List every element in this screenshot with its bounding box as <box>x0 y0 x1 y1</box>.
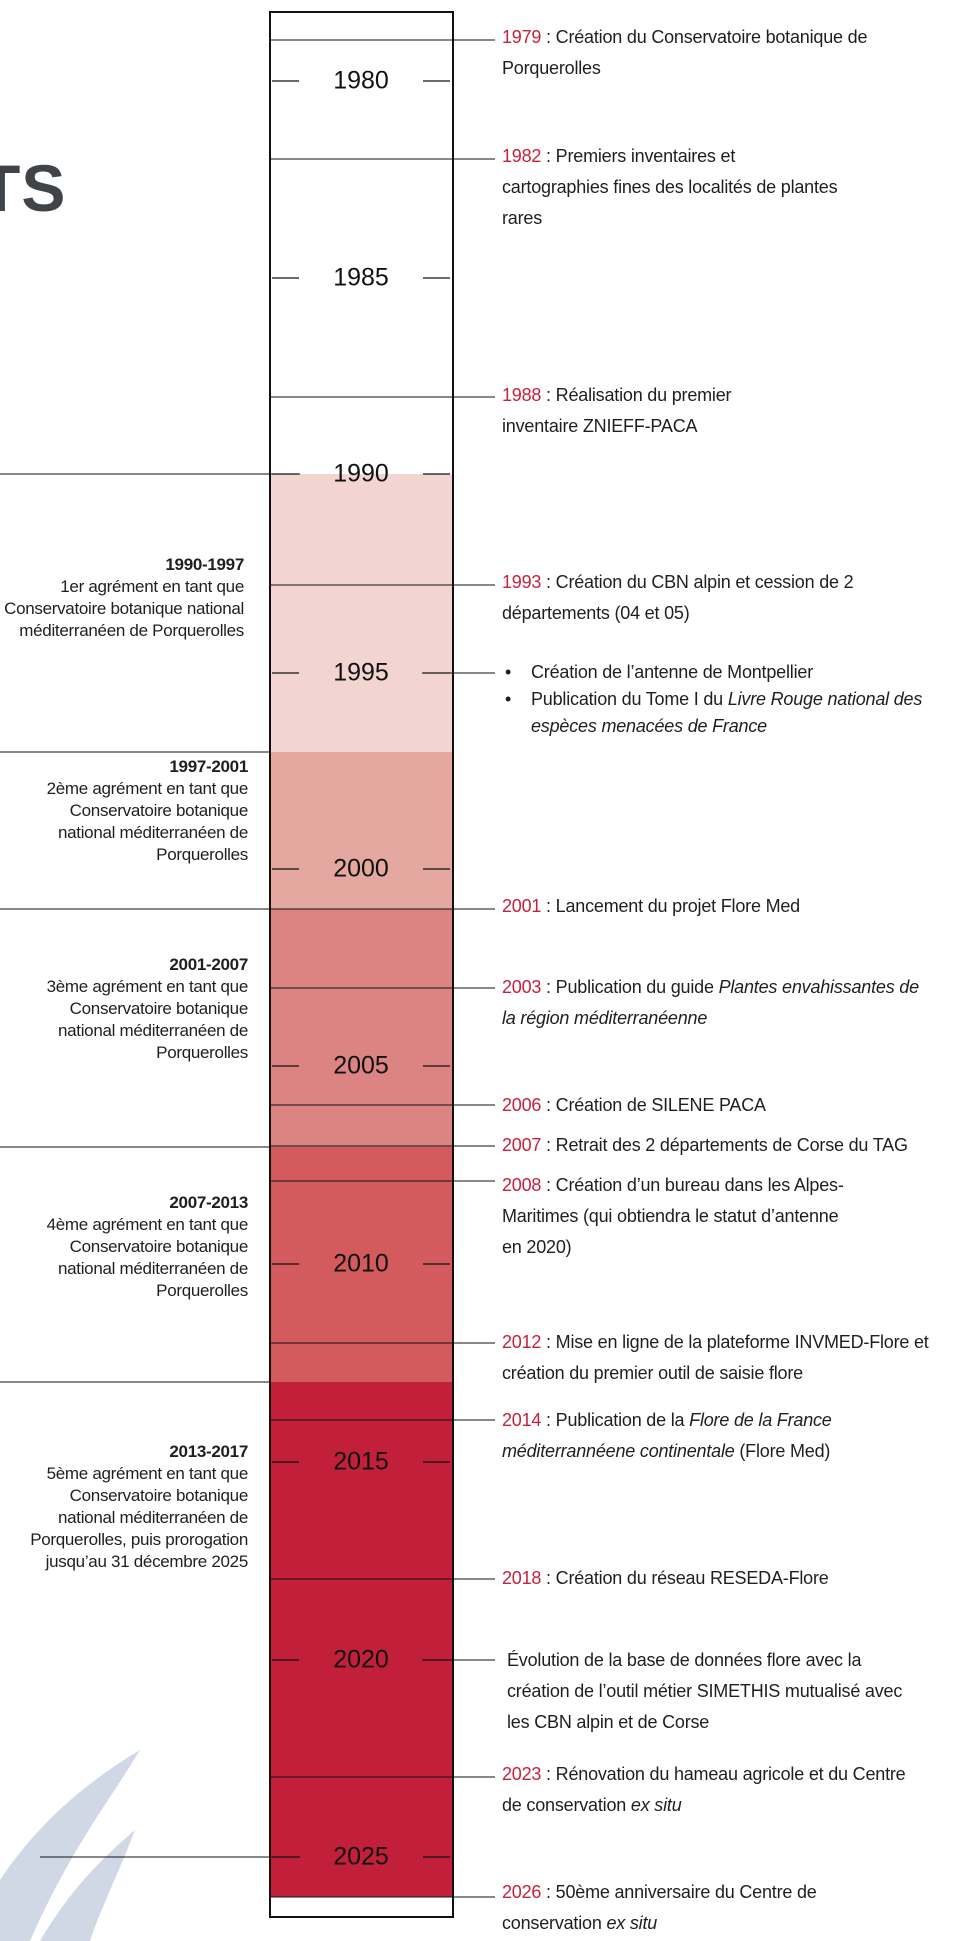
event-2018: 2018 : Création du réseau RESEDA-Flore <box>502 1563 960 1594</box>
agrement-period: 2001-2007 <box>169 955 248 974</box>
agrement-5: 2013-2017 5ème agrément en tant que Cons… <box>23 1441 248 1573</box>
agrement-1: 1990-1997 1er agrément en tant que Conse… <box>4 554 244 642</box>
event-text: : Lancement du projet Flore Med <box>541 896 800 916</box>
agrement-text: 1er agrément en tant que Conservatoire b… <box>4 577 244 640</box>
event-text: : Retrait des 2 départements de Corse du… <box>541 1135 908 1155</box>
bullet-text: Création de l’antenne de Montpellier <box>531 662 813 682</box>
event-italic: Plantes envahissantes de la région médit… <box>502 977 919 1028</box>
event-text: : Création d’un bureau dans les Alpes-Ma… <box>502 1175 844 1257</box>
timeline-frame <box>269 11 454 1918</box>
event-year: 2023 <box>502 1764 542 1784</box>
event-italic: ex situ <box>630 1795 682 1815</box>
event-year: 2001 <box>502 896 542 916</box>
period-band-3 <box>270 909 453 1147</box>
event-2006: 2006 : Création de SILENE PACA <box>502 1090 960 1121</box>
year-tick-2020: 2020 <box>333 1645 389 1674</box>
event-year: 1979 <box>502 27 542 47</box>
note-2020: Évolution de la base de données flore av… <box>507 1650 903 1732</box>
event-1979: 1979 : Création du Conservatoire botaniq… <box>502 22 960 84</box>
bullet-text: Publication du Tome I du <box>531 689 728 709</box>
event-year: 1982 <box>502 146 542 166</box>
event-year: 2003 <box>502 977 542 997</box>
year-tick-1985: 1985 <box>333 263 389 292</box>
agrement-4: 2007-2013 4ème agrément en tant que Cons… <box>23 1192 249 1302</box>
page-title: TS <box>0 151 67 225</box>
event-1988: 1988 : Réalisation du premier inventaire… <box>502 380 812 442</box>
bullet-item: Publication du Tome I du Livre Rouge nat… <box>505 686 960 740</box>
agrement-2: 1997-2001 2ème agrément en tant que Cons… <box>23 756 249 866</box>
event-1993: 1993 : Création du CBN alpin et cession … <box>502 567 922 629</box>
event-text: : Mise en ligne de la plateforme INVMED-… <box>502 1332 929 1383</box>
event-text: : Création du Conservatoire botanique de… <box>502 27 868 78</box>
period-band-2 <box>270 752 453 909</box>
event-text: : Création du CBN alpin et cession de 2 … <box>502 572 854 623</box>
bullet-item: Création de l’antenne de Montpellier <box>505 659 960 686</box>
event-text: : Création du réseau RESEDA-Flore <box>541 1568 829 1588</box>
year-tick-2000: 2000 <box>333 854 389 883</box>
agrement-text: 2ème agrément en tant que Conservatoire … <box>46 779 249 864</box>
year-tick-1995: 1995 <box>333 658 389 687</box>
event-2008: 2008 : Création d’un bureau dans les Alp… <box>502 1170 862 1263</box>
event-year: 2018 <box>502 1568 542 1588</box>
period-band-5 <box>270 1382 453 1897</box>
event-year: 2014 <box>502 1410 542 1430</box>
bullets-1995: Création de l’antenne de Montpellier Pub… <box>505 659 960 740</box>
event-italic: ex situ <box>606 1913 658 1933</box>
period-band-1 <box>270 474 453 752</box>
bullet-italic: Livre Rouge national des espèces menacée… <box>531 689 923 736</box>
agrement-period: 1990-1997 <box>165 555 244 574</box>
event-year: 2026 <box>502 1882 542 1902</box>
event-2026: 2026 : 50ème anniversaire du Centre de c… <box>502 1877 902 1939</box>
agrement-period: 2007-2013 <box>169 1193 248 1212</box>
event-suffix: (Flore Med) <box>734 1441 831 1461</box>
event-2003: 2003 : Publication du guide Plantes enva… <box>502 972 922 1034</box>
event-text: : Rénovation du hameau agricole et du Ce… <box>502 1764 906 1815</box>
event-year: 2008 <box>502 1175 542 1195</box>
agrement-text: 4ème agrément en tant que Conservatoire … <box>46 1215 249 1300</box>
year-tick-1980: 1980 <box>333 66 389 95</box>
event-italic: Flore de la France méditerrannéene conti… <box>502 1410 832 1461</box>
event-year: 2012 <box>502 1332 542 1352</box>
agrement-3: 2001-2007 3ème agrément en tant que Cons… <box>23 954 249 1064</box>
event-text: : Publication de la <box>541 1410 690 1430</box>
event-text: : Création de SILENE PACA <box>541 1095 766 1115</box>
event-text: : 50ème anniversaire du Centre de conser… <box>502 1882 817 1933</box>
year-tick-2010: 2010 <box>333 1249 389 1278</box>
event-2023: 2023 : Rénovation du hameau agricole et … <box>502 1759 922 1821</box>
agrement-period: 2013-2017 <box>169 1442 248 1461</box>
event-year: 2007 <box>502 1135 542 1155</box>
agrement-period: 1997-2001 <box>169 757 248 776</box>
event-2007: 2007 : Retrait des 2 départements de Cor… <box>502 1130 960 1161</box>
event-year: 1988 <box>502 385 542 405</box>
event-2001: 2001 : Lancement du projet Flore Med <box>502 891 960 922</box>
event-2014: 2014 : Publication de la Flore de la Fra… <box>502 1405 912 1467</box>
year-tick-2015: 2015 <box>333 1447 389 1476</box>
event-year: 1993 <box>502 572 542 592</box>
agrement-text: 3ème agrément en tant que Conservatoire … <box>46 977 249 1062</box>
event-text: : Réalisation du premier inventaire ZNIE… <box>502 385 732 436</box>
event-text: : Premiers inventaires et cartographies … <box>502 146 838 228</box>
event-year: 2006 <box>502 1095 542 1115</box>
agrement-text: 5ème agrément en tant que Conservatoire … <box>30 1464 248 1571</box>
event-text: : Publication du guide <box>541 977 719 997</box>
year-tick-1990: 1990 <box>333 459 389 488</box>
event-1982: 1982 : Premiers inventaires et cartograp… <box>502 141 842 234</box>
event-2012: 2012 : Mise en ligne de la plateforme IN… <box>502 1327 960 1389</box>
year-tick-2005: 2005 <box>333 1051 389 1080</box>
year-tick-2025: 2025 <box>333 1842 389 1871</box>
